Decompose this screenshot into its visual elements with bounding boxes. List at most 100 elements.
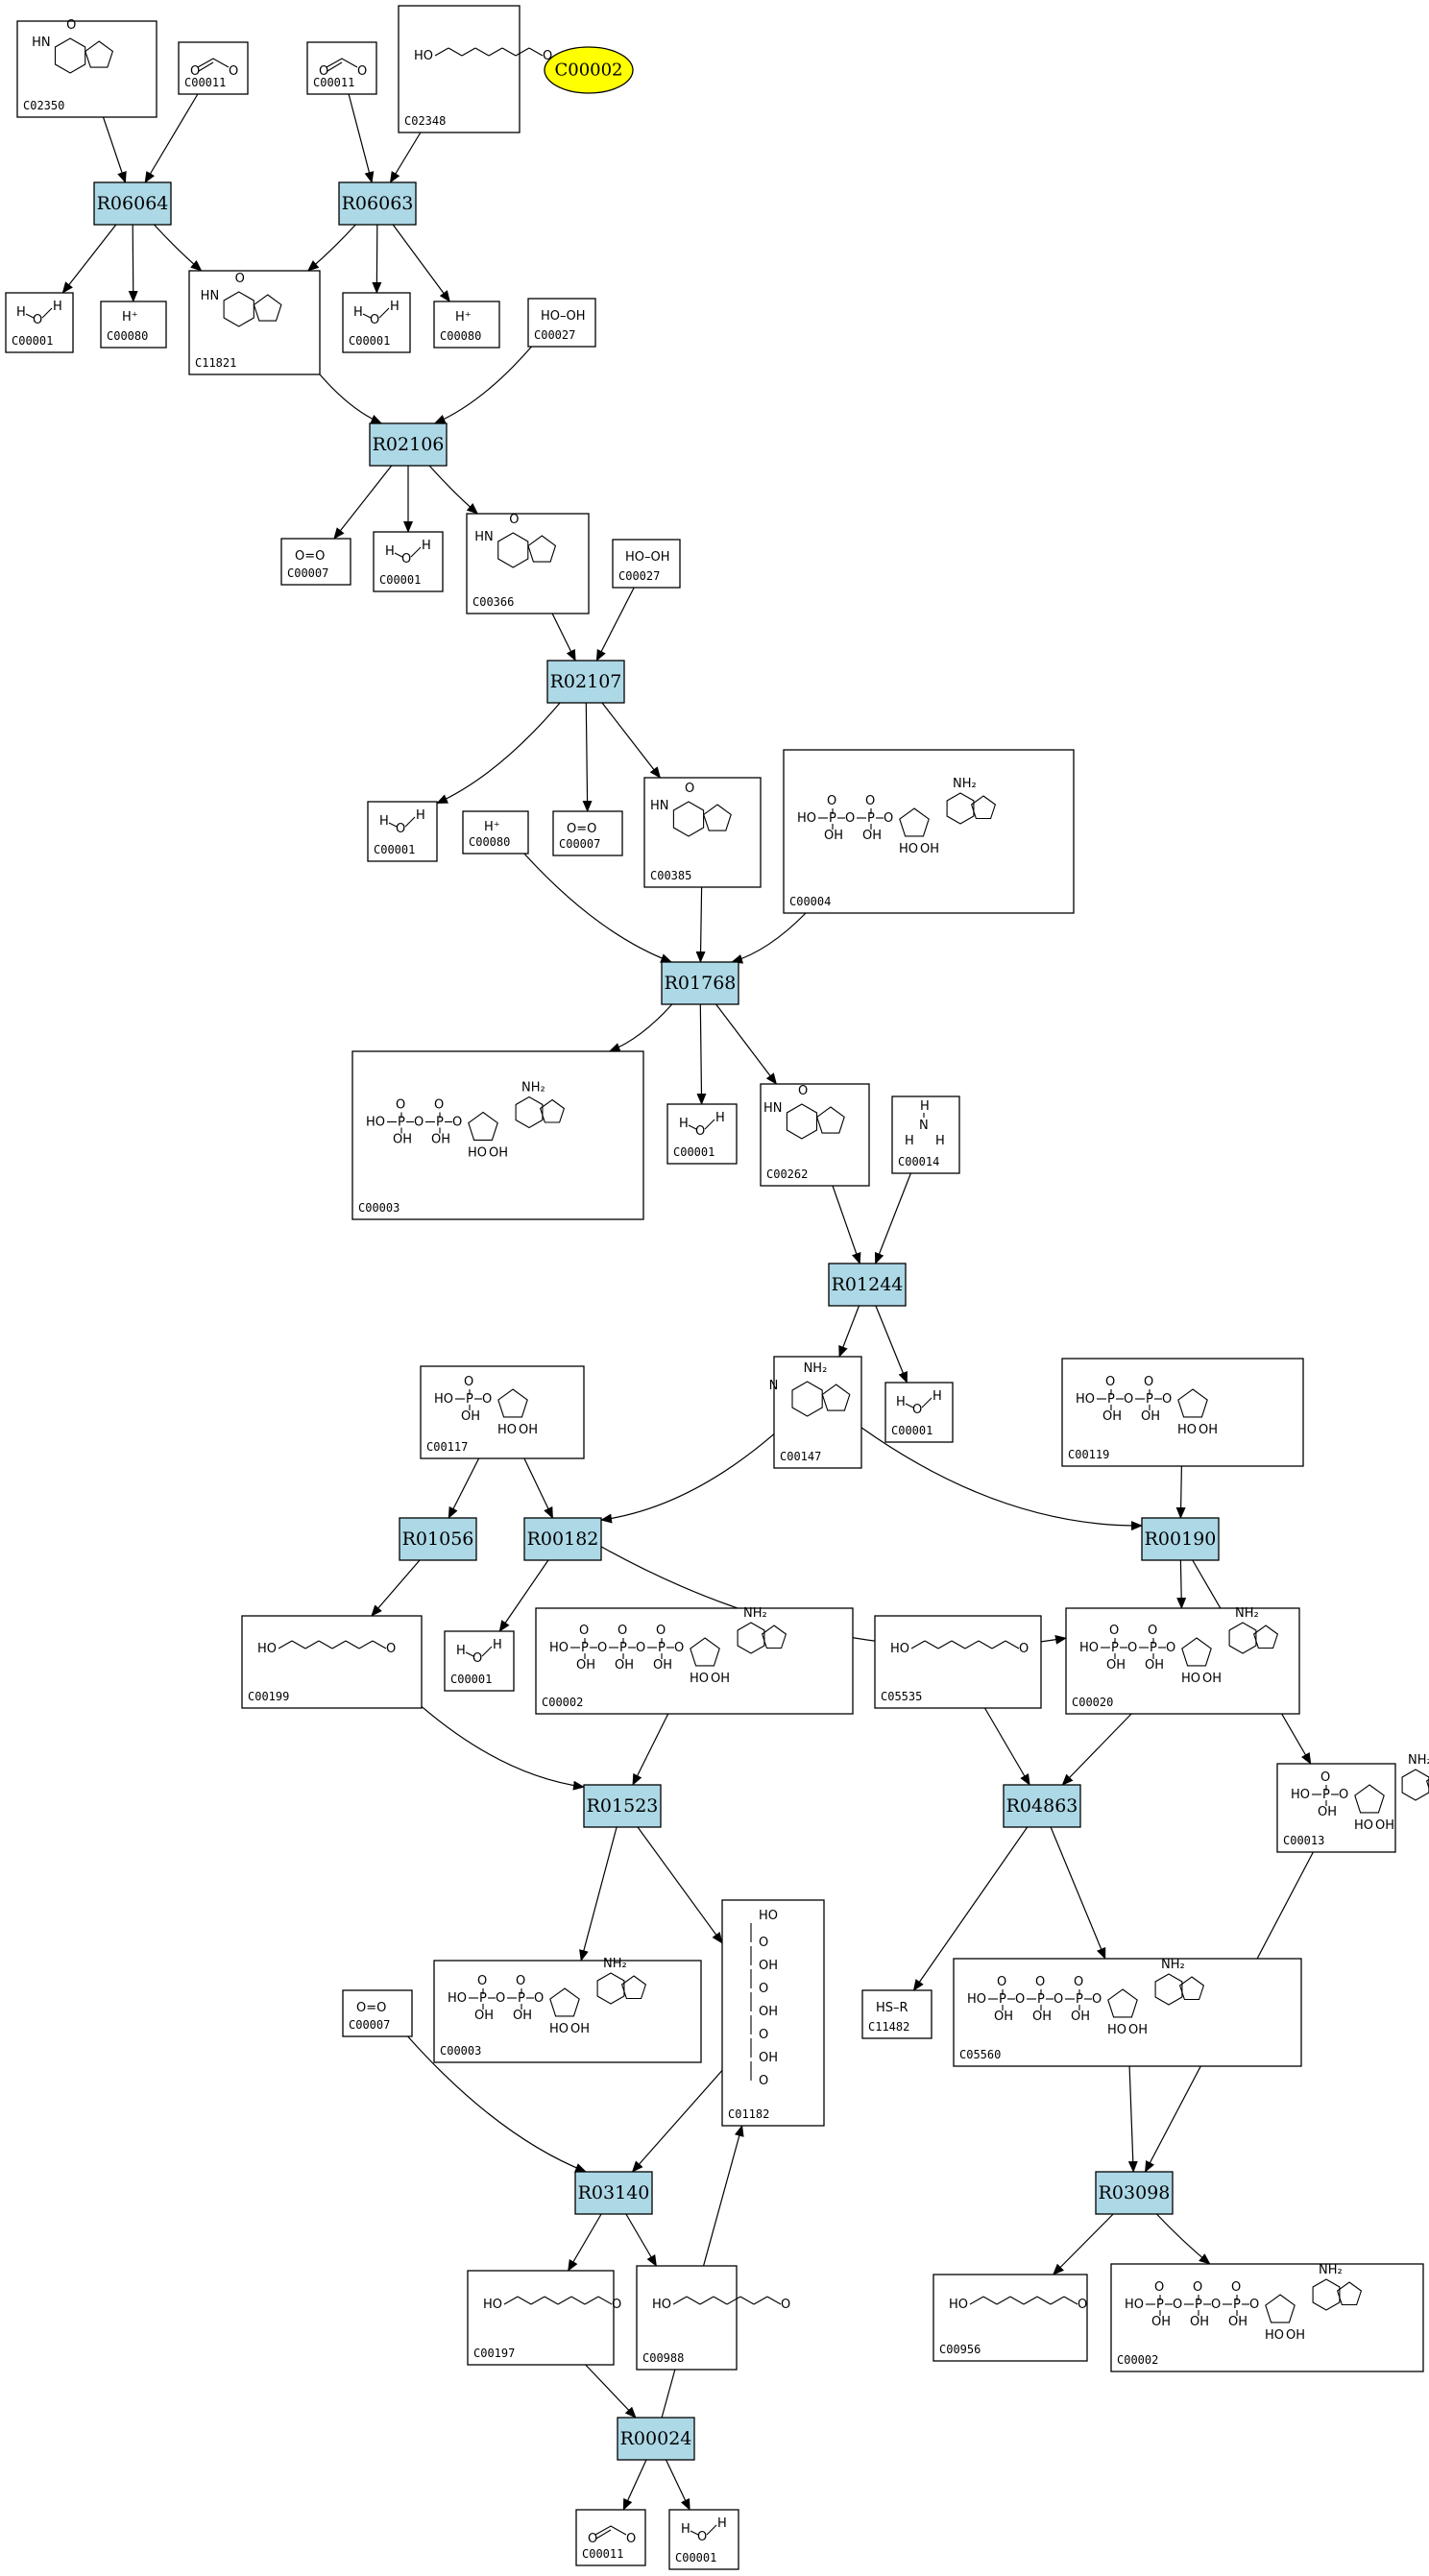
reaction-node-r00024[interactable]: R00024 [617, 2417, 695, 2461]
reaction-node-r02107[interactable]: R02107 [546, 660, 625, 704]
reaction-node-r03098[interactable]: R03098 [1095, 2171, 1174, 2215]
reaction-label: R01523 [587, 1795, 659, 1817]
svg-text:P: P [479, 1991, 487, 2006]
svg-text:O: O [579, 1624, 589, 1638]
compound-box [178, 41, 249, 95]
svg-text:HO: HO [890, 1642, 909, 1656]
svg-text:O: O [1015, 1992, 1025, 2007]
reaction-node-r01056[interactable]: R01056 [399, 1517, 477, 1561]
reaction-node-r01244[interactable]: R01244 [828, 1263, 907, 1307]
edge-R06064-c00001a [61, 224, 117, 294]
reaction-node-r00182[interactable]: R00182 [523, 1517, 602, 1561]
reaction-node-r06064[interactable]: R06064 [93, 181, 172, 226]
reaction-node-r04863[interactable]: R04863 [1003, 1784, 1081, 1828]
svg-text:O: O [1339, 1788, 1348, 1802]
edge-R00182-c00001g [498, 1559, 549, 1632]
compound-node-c00013[interactable]: HOPOOHOHOOHNH₂C00013 [1276, 1753, 1429, 1853]
svg-text:P: P [398, 1116, 405, 1130]
compound-formula: HO–OH [541, 309, 586, 324]
reaction-node-r02106[interactable]: R02106 [369, 422, 448, 467]
compound-node-c00080c[interactable]: H⁺C00080 [462, 810, 529, 855]
svg-text:OH: OH [1202, 1672, 1222, 1686]
reaction-node-r03140[interactable]: R03140 [574, 2171, 653, 2215]
compound-id: C00988 [642, 2351, 684, 2365]
highlight-oval[interactable]: C00002 [544, 46, 634, 94]
reaction-box [583, 1784, 662, 1828]
svg-text:O: O [1231, 2280, 1241, 2295]
svg-text:P: P [1195, 2298, 1202, 2312]
svg-text:OH: OH [1071, 2010, 1090, 2024]
compound-id: C00020 [1072, 1696, 1113, 1709]
edge-R04863-c11482 [912, 1826, 1029, 1991]
svg-text:H: H [896, 1395, 906, 1409]
reaction-node-r00190[interactable]: R00190 [1141, 1517, 1220, 1561]
svg-text:O: O [1173, 2298, 1182, 2312]
svg-text:H: H [53, 300, 62, 314]
svg-text:P: P [1322, 1788, 1330, 1802]
compound-node-c00080a[interactable]: H⁺C00080 [100, 301, 167, 349]
svg-text:HO: HO [366, 1116, 385, 1130]
compound-node-c00080b[interactable]: H⁺C00080 [433, 301, 500, 349]
reaction-node-r06063[interactable]: R06063 [338, 181, 417, 226]
compound-box [467, 2270, 615, 2366]
reaction-node-r01768[interactable]: R01768 [661, 961, 739, 1005]
svg-text:H: H [920, 1099, 930, 1114]
edge-c01182-R03140 [631, 2070, 723, 2173]
structure-icon: HNO [474, 513, 557, 568]
svg-text:NH₂: NH₂ [743, 1606, 767, 1621]
svg-text:O: O [452, 1116, 462, 1130]
reaction-label: R03098 [1099, 2182, 1171, 2203]
svg-text:O: O [66, 18, 76, 33]
compound-box [280, 538, 351, 586]
svg-text:HO: HO [483, 2298, 502, 2312]
svg-text:P: P [436, 1116, 444, 1130]
svg-text:O: O [1074, 1975, 1083, 1989]
reaction-node-r01523[interactable]: R01523 [583, 1784, 662, 1828]
compound-box [373, 531, 444, 592]
